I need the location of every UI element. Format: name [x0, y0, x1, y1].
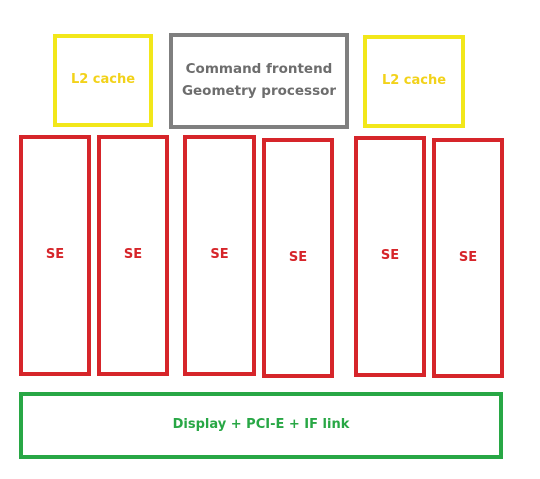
shader-engine-1: SE	[19, 135, 91, 376]
l2-cache-right-label: L2 cache	[381, 73, 447, 89]
shader-engine-1-label: SE	[45, 247, 65, 263]
shader-engine-6-label: SE	[458, 249, 478, 265]
shader-engine-2-label: SE	[123, 247, 143, 263]
shader-engine-4-label: SE	[288, 249, 308, 265]
shader-engine-4: SE	[262, 138, 334, 378]
shader-engine-3: SE	[183, 135, 256, 376]
command-frontend-label: Command frontend Geometry processor	[181, 61, 337, 99]
display-pcie-if-link-block: Display + PCI-E + IF link	[19, 392, 503, 459]
display-pcie-if-link-label: Display + PCI-E + IF link	[172, 417, 350, 433]
shader-engine-6: SE	[432, 138, 504, 378]
shader-engine-5: SE	[354, 136, 426, 377]
l2-cache-left-label: L2 cache	[70, 72, 136, 88]
shader-engine-3-label: SE	[210, 247, 229, 263]
shader-engine-2: SE	[97, 135, 169, 376]
l2-cache-right: L2 cache	[363, 35, 465, 128]
l2-cache-left: L2 cache	[53, 34, 153, 127]
command-frontend-block: Command frontend Geometry processor	[169, 33, 349, 129]
shader-engine-5-label: SE	[380, 248, 400, 264]
